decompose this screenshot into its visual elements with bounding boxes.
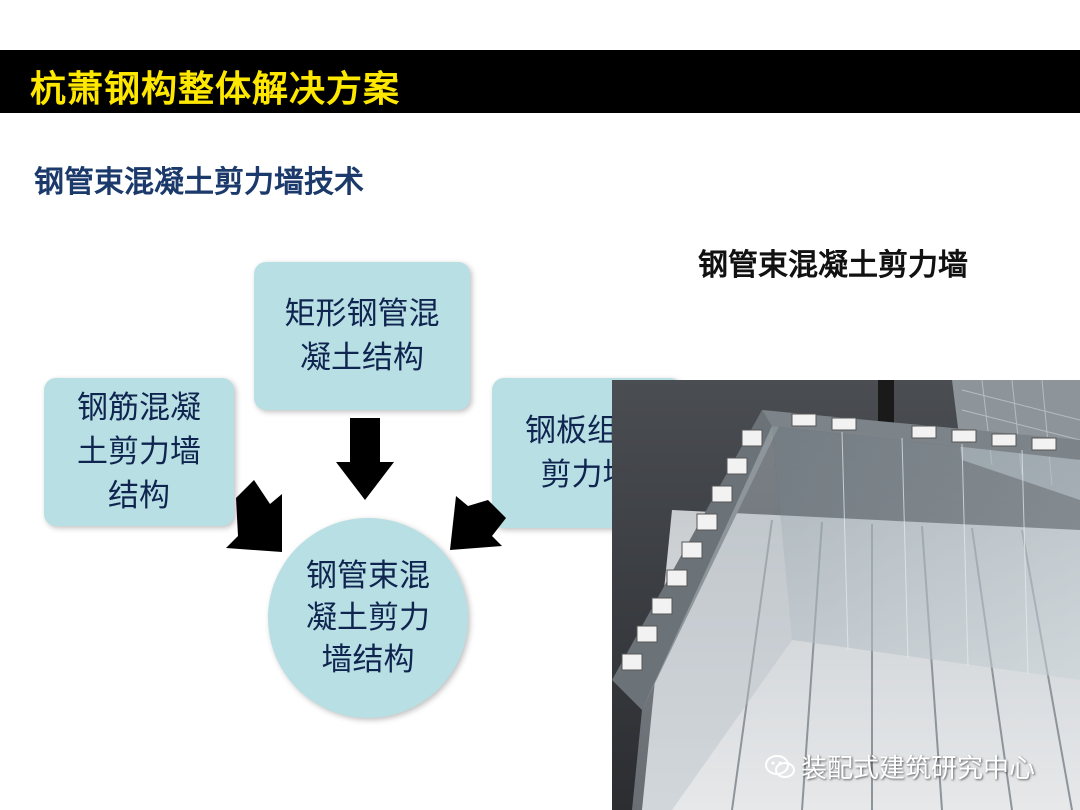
photo-caption: 钢管束混凝土剪力墙	[698, 248, 968, 283]
box-top-line2: 凝土结构	[300, 340, 424, 376]
steel-tube-wall-photo	[612, 380, 1080, 810]
arrow-down-icon	[336, 418, 394, 500]
center-line2: 凝土剪力	[306, 600, 430, 636]
slide-title: 杭萧钢构整体解决方案	[30, 69, 401, 110]
watermark: 装配式建筑研究中心	[765, 748, 1035, 785]
box-reinforced-concrete-wall: 钢筋混凝 土剪力墙 结构	[44, 378, 234, 526]
wechat-icon	[765, 754, 795, 778]
box-left-line2: 土剪力墙	[77, 434, 201, 470]
box-rectangular-steel-tube: 矩形钢管混 凝土结构	[254, 262, 470, 410]
center-circle-steel-tube-bundle: 钢管束混 凝土剪力 墙结构	[268, 518, 468, 718]
slide-subtitle: 钢管束混凝土剪力墙技术	[34, 165, 364, 200]
arrow-down-right-icon	[226, 480, 282, 552]
box-left-line3: 结构	[108, 478, 170, 514]
title-bar: 杭萧钢构整体解决方案	[0, 50, 1080, 113]
center-line3: 墙结构	[321, 642, 415, 678]
watermark-text: 装配式建筑研究中心	[801, 754, 1036, 784]
arrow-down-left-icon	[450, 496, 506, 550]
box-top-line1: 矩形钢管混	[284, 296, 440, 332]
box-left-line1: 钢筋混凝	[77, 390, 201, 426]
center-line1: 钢管束混	[306, 558, 430, 594]
